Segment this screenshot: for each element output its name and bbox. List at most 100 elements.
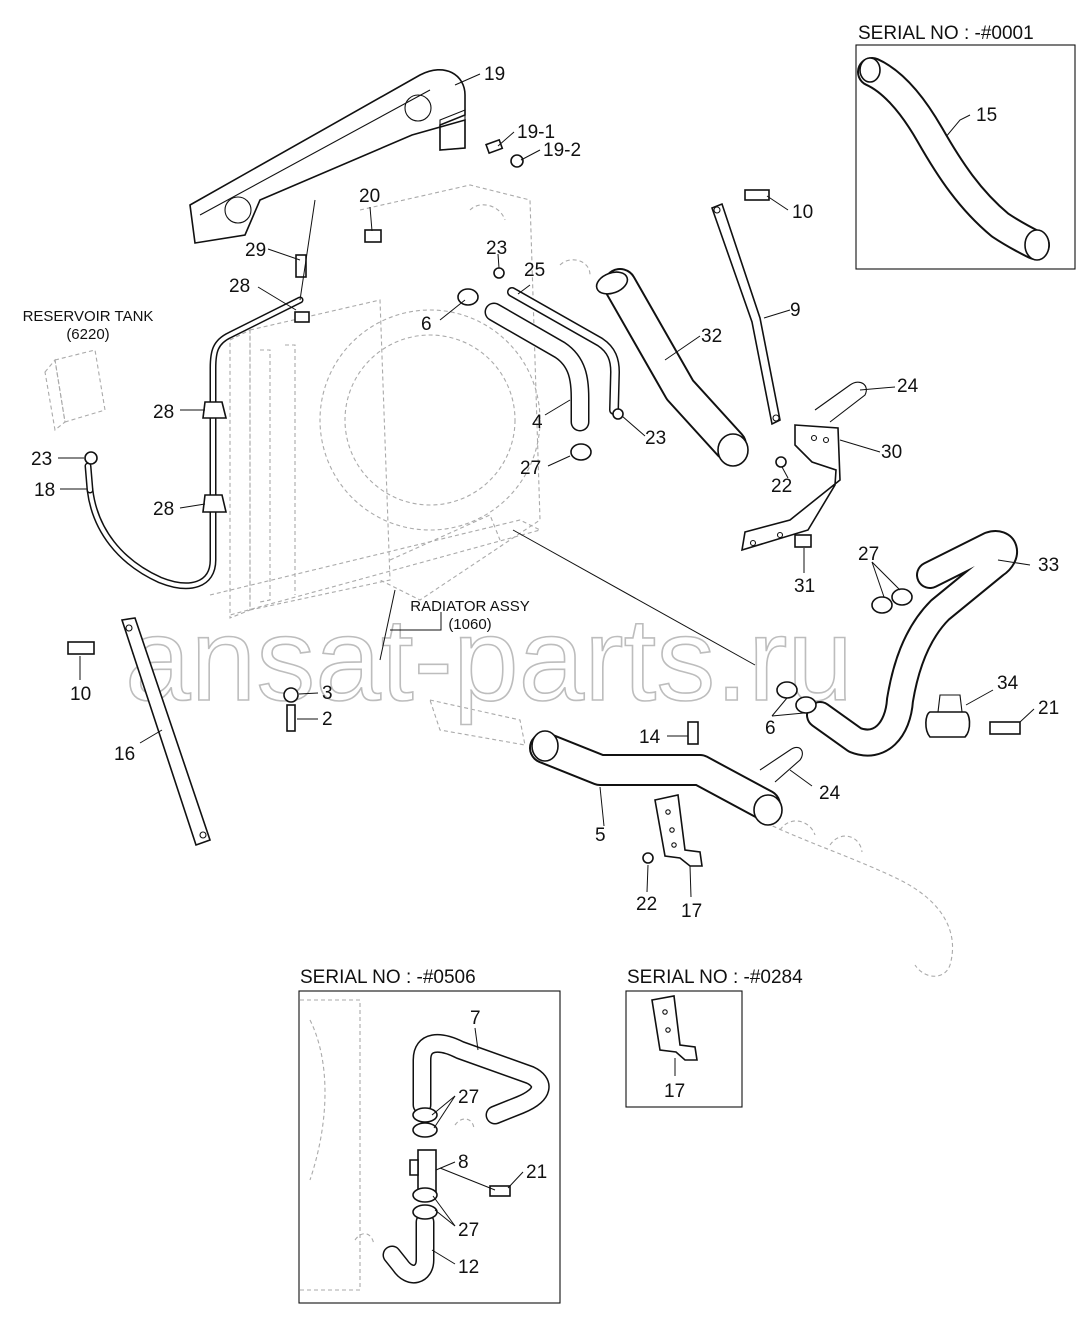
part-27-clamp-b <box>412 1122 438 1138</box>
part-4-hose <box>484 302 590 432</box>
part-27-clamp-c <box>412 1187 438 1203</box>
part-24-u-bolt-lower <box>759 746 803 783</box>
part-27-clamp-upper <box>570 443 592 461</box>
part-20-bolt <box>364 229 382 243</box>
callout-18: 18 <box>34 480 55 501</box>
callout-19: 19 <box>484 64 505 85</box>
note-radiator-assy: RADIATOR ASSY <box>410 598 529 615</box>
callout-7: 7 <box>470 1008 481 1029</box>
part-19-2-plug <box>510 154 524 168</box>
part-8-pipe <box>409 1149 437 1193</box>
inset-title-serial-0001: SERIAL NO : -#0001 <box>858 23 1034 44</box>
part-17-bracket <box>654 794 703 867</box>
callout-32: 32 <box>701 326 722 347</box>
part-3-washer <box>283 687 299 703</box>
callout-27-upper: 27 <box>520 458 541 479</box>
callout-33: 33 <box>1038 555 1059 576</box>
radiator-assembly-ghost <box>209 184 954 1291</box>
note-reservoir-tank: RESERVOIR TANK <box>23 308 154 325</box>
part-29-bolt <box>295 254 307 278</box>
callout-20: 20 <box>359 186 380 207</box>
part-22-nut-upper <box>775 456 787 468</box>
callout-14: 14 <box>639 727 661 748</box>
part-22-nut-lower <box>642 852 654 864</box>
part-17-bracket-inset <box>651 995 698 1076</box>
part-10-bolt-lower <box>67 641 95 655</box>
callout-10-lower: 10 <box>70 684 91 705</box>
part-19-1-bolt <box>485 138 504 155</box>
part-21-bolt <box>989 721 1021 735</box>
part-27-clamp-right-a <box>871 596 893 614</box>
inset-box-serial-0506 <box>298 990 561 1304</box>
part-24-u-bolt-upper <box>814 381 867 423</box>
part-31-bolt <box>794 534 812 548</box>
callout-21-inset: 21 <box>526 1162 547 1183</box>
callout-28-low: 28 <box>153 499 174 520</box>
callout-6-upper: 6 <box>421 314 432 335</box>
callout-6-lower: 6 <box>765 718 776 739</box>
part-7-hose <box>412 1034 550 1125</box>
part-2-bolt <box>286 704 296 732</box>
part-33-lower-pipe <box>806 530 1018 757</box>
inset-0506-clamps <box>412 1107 511 1220</box>
part-23-cap-upper <box>493 267 505 279</box>
callout-10-upper: 10 <box>792 202 813 223</box>
callout-19-1: 19-1 <box>517 122 555 143</box>
callout-17-main: 17 <box>681 901 702 922</box>
callout-24-upper: 24 <box>897 376 919 397</box>
part-32-upper-pipe <box>595 268 749 467</box>
callout-27-inset-lower: 27 <box>458 1220 479 1241</box>
callout-23-upper: 23 <box>486 238 507 259</box>
inset-title-serial-0284: SERIAL NO : -#0284 <box>627 967 803 988</box>
callout-2: 2 <box>322 709 333 730</box>
callout-30: 30 <box>881 442 902 463</box>
part-30-bracket <box>740 424 841 552</box>
callout-23-mid: 23 <box>645 428 666 449</box>
inset-box-serial-0001 <box>855 44 1076 270</box>
part-27-clamp-a <box>412 1107 438 1123</box>
part-23-cap-mid <box>612 408 624 420</box>
part-5-lower-pipe <box>529 730 783 826</box>
part-28-overflow-pipe <box>86 296 304 590</box>
part-21-bolt-inset <box>489 1185 511 1197</box>
callout-23-left: 23 <box>31 449 52 470</box>
callout-9: 9 <box>790 300 801 321</box>
part-34-pipe-clamp <box>925 694 971 738</box>
callout-3: 3 <box>322 683 333 704</box>
callout-29: 29 <box>245 240 266 261</box>
part-23-cap-left <box>84 451 98 465</box>
part-15-hose <box>857 57 1050 261</box>
callout-28-mid: 28 <box>153 402 174 423</box>
note-radiator-code: (1060) <box>448 616 491 633</box>
part-27-clamp-d <box>412 1204 438 1220</box>
callout-8: 8 <box>458 1152 469 1173</box>
callout-19-2: 19-2 <box>543 140 581 161</box>
part-9-stay <box>710 202 781 426</box>
part-27-clamp-right-b <box>891 588 913 606</box>
callout-27-right: 27 <box>858 544 879 565</box>
inset-title-serial-0506: SERIAL NO : -#0506 <box>300 967 476 988</box>
hardware-small-parts <box>67 189 1021 864</box>
callout-31: 31 <box>794 576 815 597</box>
reservoir-tank-ghost <box>44 349 106 432</box>
part-6-clamp-lower-b <box>795 696 817 714</box>
callout-22-lower: 22 <box>636 894 657 915</box>
part-16-stay <box>120 617 212 847</box>
part-6-clamp-lower-a <box>776 681 798 699</box>
watermark-text: ansat-parts.ru <box>125 594 853 726</box>
callout-34: 34 <box>997 673 1019 694</box>
callout-4: 4 <box>532 412 543 433</box>
note-reservoir-code: (6220) <box>66 326 109 343</box>
callout-15: 15 <box>976 105 997 126</box>
part-19-shroud-plate <box>189 69 466 244</box>
callout-17-inset: 17 <box>664 1081 685 1102</box>
inset-box-serial-0284 <box>625 990 743 1108</box>
callout-16: 16 <box>114 744 135 765</box>
part-12-hose <box>382 1212 435 1284</box>
callout-27-inset-upper: 27 <box>458 1087 479 1108</box>
part-14-bolt <box>687 721 699 745</box>
callout-12: 12 <box>458 1257 479 1278</box>
callout-28-top: 28 <box>229 276 250 297</box>
